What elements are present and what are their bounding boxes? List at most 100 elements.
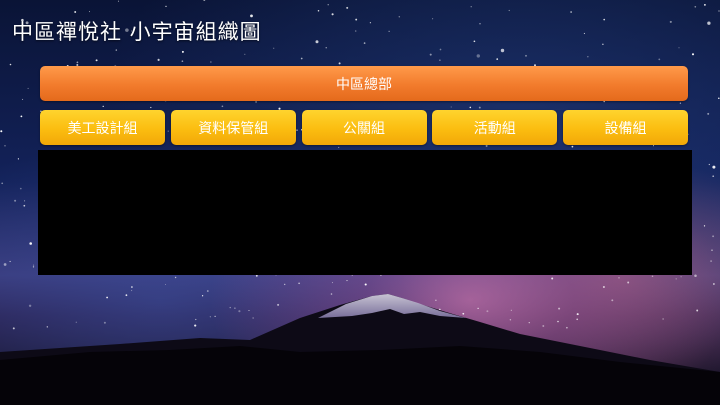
- star: [710, 260, 713, 263]
- star: [234, 307, 236, 309]
- star: [369, 22, 372, 24]
- star: [558, 307, 561, 310]
- star: [194, 324, 197, 327]
- content-panel: [38, 150, 692, 275]
- star: [74, 11, 77, 13]
- department-label: 資料保管組: [198, 120, 269, 137]
- star: [576, 318, 579, 321]
- star: [63, 27, 66, 30]
- star: [210, 61, 212, 63]
- star: [46, 326, 48, 328]
- star: [439, 48, 442, 51]
- star: [510, 309, 512, 311]
- star: [338, 146, 340, 149]
- star: [102, 105, 104, 108]
- star: [618, 277, 620, 279]
- star: [327, 4, 329, 6]
- star: [557, 320, 559, 323]
- star: [611, 299, 614, 302]
- star: [32, 266, 35, 268]
- star: [21, 18, 24, 22]
- star: [181, 50, 184, 53]
- star: [203, 0, 206, 2]
- star: [680, 276, 682, 278]
- star: [662, 318, 664, 320]
- star: [221, 105, 224, 108]
- star: [27, 87, 29, 89]
- star: [164, 283, 167, 286]
- star: [470, 6, 472, 8]
- star: [713, 283, 715, 285]
- star: [675, 278, 677, 280]
- star: [330, 293, 333, 295]
- star: [718, 10, 720, 12]
- star: [22, 98, 24, 100]
- star: [226, 33, 228, 35]
- star: [209, 316, 211, 318]
- star: [14, 199, 17, 202]
- star: [278, 107, 281, 110]
- star: [652, 145, 655, 147]
- star: [708, 163, 710, 166]
- department-label: 活動組: [473, 120, 516, 137]
- star: [0, 130, 3, 133]
- star: [273, 47, 275, 49]
- star: [432, 18, 434, 20]
- star: [235, 26, 238, 30]
- star: [3, 263, 7, 266]
- department-label: 設備組: [604, 120, 647, 137]
- star: [485, 144, 488, 147]
- star: [115, 49, 118, 51]
- department-node-records[interactable]: 資料保管組: [170, 110, 296, 145]
- department-node-activities[interactable]: 活動組: [432, 110, 558, 145]
- star: [696, 309, 699, 312]
- star: [315, 40, 319, 44]
- star: [704, 4, 706, 6]
- star: [125, 294, 128, 297]
- star: [296, 129, 298, 131]
- star: [439, 59, 441, 61]
- star: [325, 47, 327, 49]
- star: [9, 63, 12, 66]
- headquarters-node[interactable]: 中區總部: [40, 66, 688, 101]
- star: [125, 28, 129, 32]
- star: [283, 283, 286, 286]
- star: [478, 106, 481, 109]
- star: [707, 112, 710, 115]
- star: [250, 14, 253, 18]
- headquarters-label: 中區總部: [336, 76, 392, 93]
- department-node-art-design[interactable]: 美工設計組: [40, 110, 165, 145]
- star: [214, 315, 216, 317]
- star: [528, 322, 530, 324]
- star: [131, 289, 133, 292]
- star: [712, 165, 716, 169]
- star: [388, 30, 390, 32]
- star: [75, 321, 77, 323]
- star: [33, 264, 35, 266]
- star: [58, 33, 61, 36]
- star: [331, 13, 334, 16]
- star: [12, 327, 15, 330]
- star: [525, 54, 527, 57]
- star: [23, 204, 26, 207]
- star: [476, 54, 480, 58]
- star: [201, 295, 204, 297]
- star: [150, 106, 152, 109]
- star: [679, 102, 682, 104]
- star: [95, 59, 98, 62]
- star: [76, 64, 79, 66]
- star: [157, 58, 160, 61]
- department-row: 美工設計組 資料保管組 公關組 活動組 設備組: [40, 110, 688, 145]
- department-node-public-relations[interactable]: 公關組: [301, 110, 427, 145]
- star: [248, 309, 250, 312]
- star: [462, 312, 465, 315]
- star: [165, 5, 167, 8]
- star: [603, 18, 606, 21]
- star: [469, 106, 472, 109]
- department-node-equipment[interactable]: 設備組: [563, 110, 688, 145]
- star: [429, 53, 432, 56]
- star: [473, 40, 476, 43]
- star: [450, 106, 452, 108]
- star: [602, 43, 604, 45]
- star: [718, 97, 720, 100]
